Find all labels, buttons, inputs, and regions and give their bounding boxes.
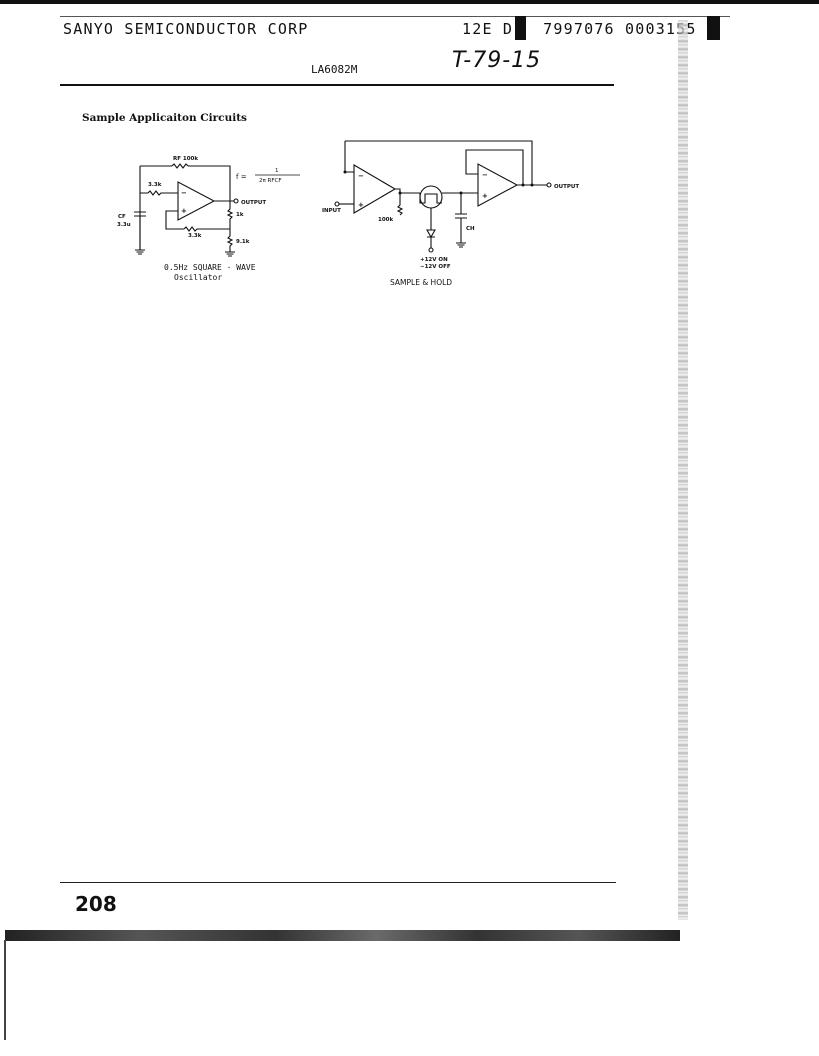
r-1k-label: 1k [236, 212, 244, 218]
barcode-block [515, 16, 526, 40]
page-number: 208 [75, 892, 117, 916]
oscillator-caption: 0.5Hz SQUARE · WAVE Oscillator [164, 263, 256, 283]
barcode-block [707, 16, 720, 40]
sh-plus-2: + [482, 192, 488, 200]
sample-hold-caption: SAMPLE & HOLD [390, 278, 453, 287]
r-left-label: 3.3k [148, 182, 162, 188]
ch-label: CH [466, 226, 475, 232]
output-label: OUTPUT [241, 200, 266, 206]
part-number: LA6082M [311, 63, 358, 76]
sh-minus-1: − [358, 172, 364, 180]
r-91k-label: 9.1k [236, 239, 250, 245]
cf-label: CF [118, 214, 126, 220]
sh-output-label: OUTPUT [554, 184, 579, 190]
page-top-edge [0, 0, 819, 4]
cf-value-label: 3.3u [117, 222, 131, 228]
scan-band [5, 930, 680, 941]
minus-symbol: − [181, 189, 187, 197]
on-label: +12V ON [420, 257, 448, 263]
off-label: −12V OFF [420, 264, 451, 270]
scan-left-edge [4, 940, 6, 1040]
sh-plus-1: + [358, 201, 364, 209]
header-code-text: 12E D [462, 20, 514, 38]
sh-minus-2: − [482, 171, 488, 179]
handwritten-reference: T-79-15 [452, 48, 542, 73]
oscillator-caption-line1: 0.5Hz SQUARE · WAVE [164, 263, 256, 272]
oscillator-caption-line2: Oscillator [174, 273, 223, 282]
bottom-rule [60, 882, 616, 883]
scan-right-edge [678, 20, 688, 920]
oscillator-schematic: RF 100k 3.3k − + OUTPUT 1k 9.1k CF 3.3u … [117, 156, 300, 257]
section-title: Sample Applicaiton Circuits [82, 112, 247, 124]
header-rule [60, 16, 730, 17]
formula-lhs: f = [236, 173, 247, 181]
formula-denominator: 2π RFCF [259, 178, 282, 184]
rf-label: RF 100k [173, 156, 198, 162]
plus-symbol: + [181, 207, 187, 215]
header-company: SANYO SEMICONDUCTOR CORP [63, 20, 309, 38]
r-100k-label: 100k [378, 217, 393, 223]
header-doc-number: 7997076 0003155 3 [543, 20, 718, 38]
formula-numerator: 1 [275, 168, 279, 174]
sample-hold-schematic: − + − + INPUT 100k CH +12V ON −12V OFF O… [322, 140, 579, 270]
r-bottom-label: 3.3k [188, 233, 202, 239]
top-rule [60, 84, 614, 86]
input-label: INPUT [322, 208, 341, 214]
